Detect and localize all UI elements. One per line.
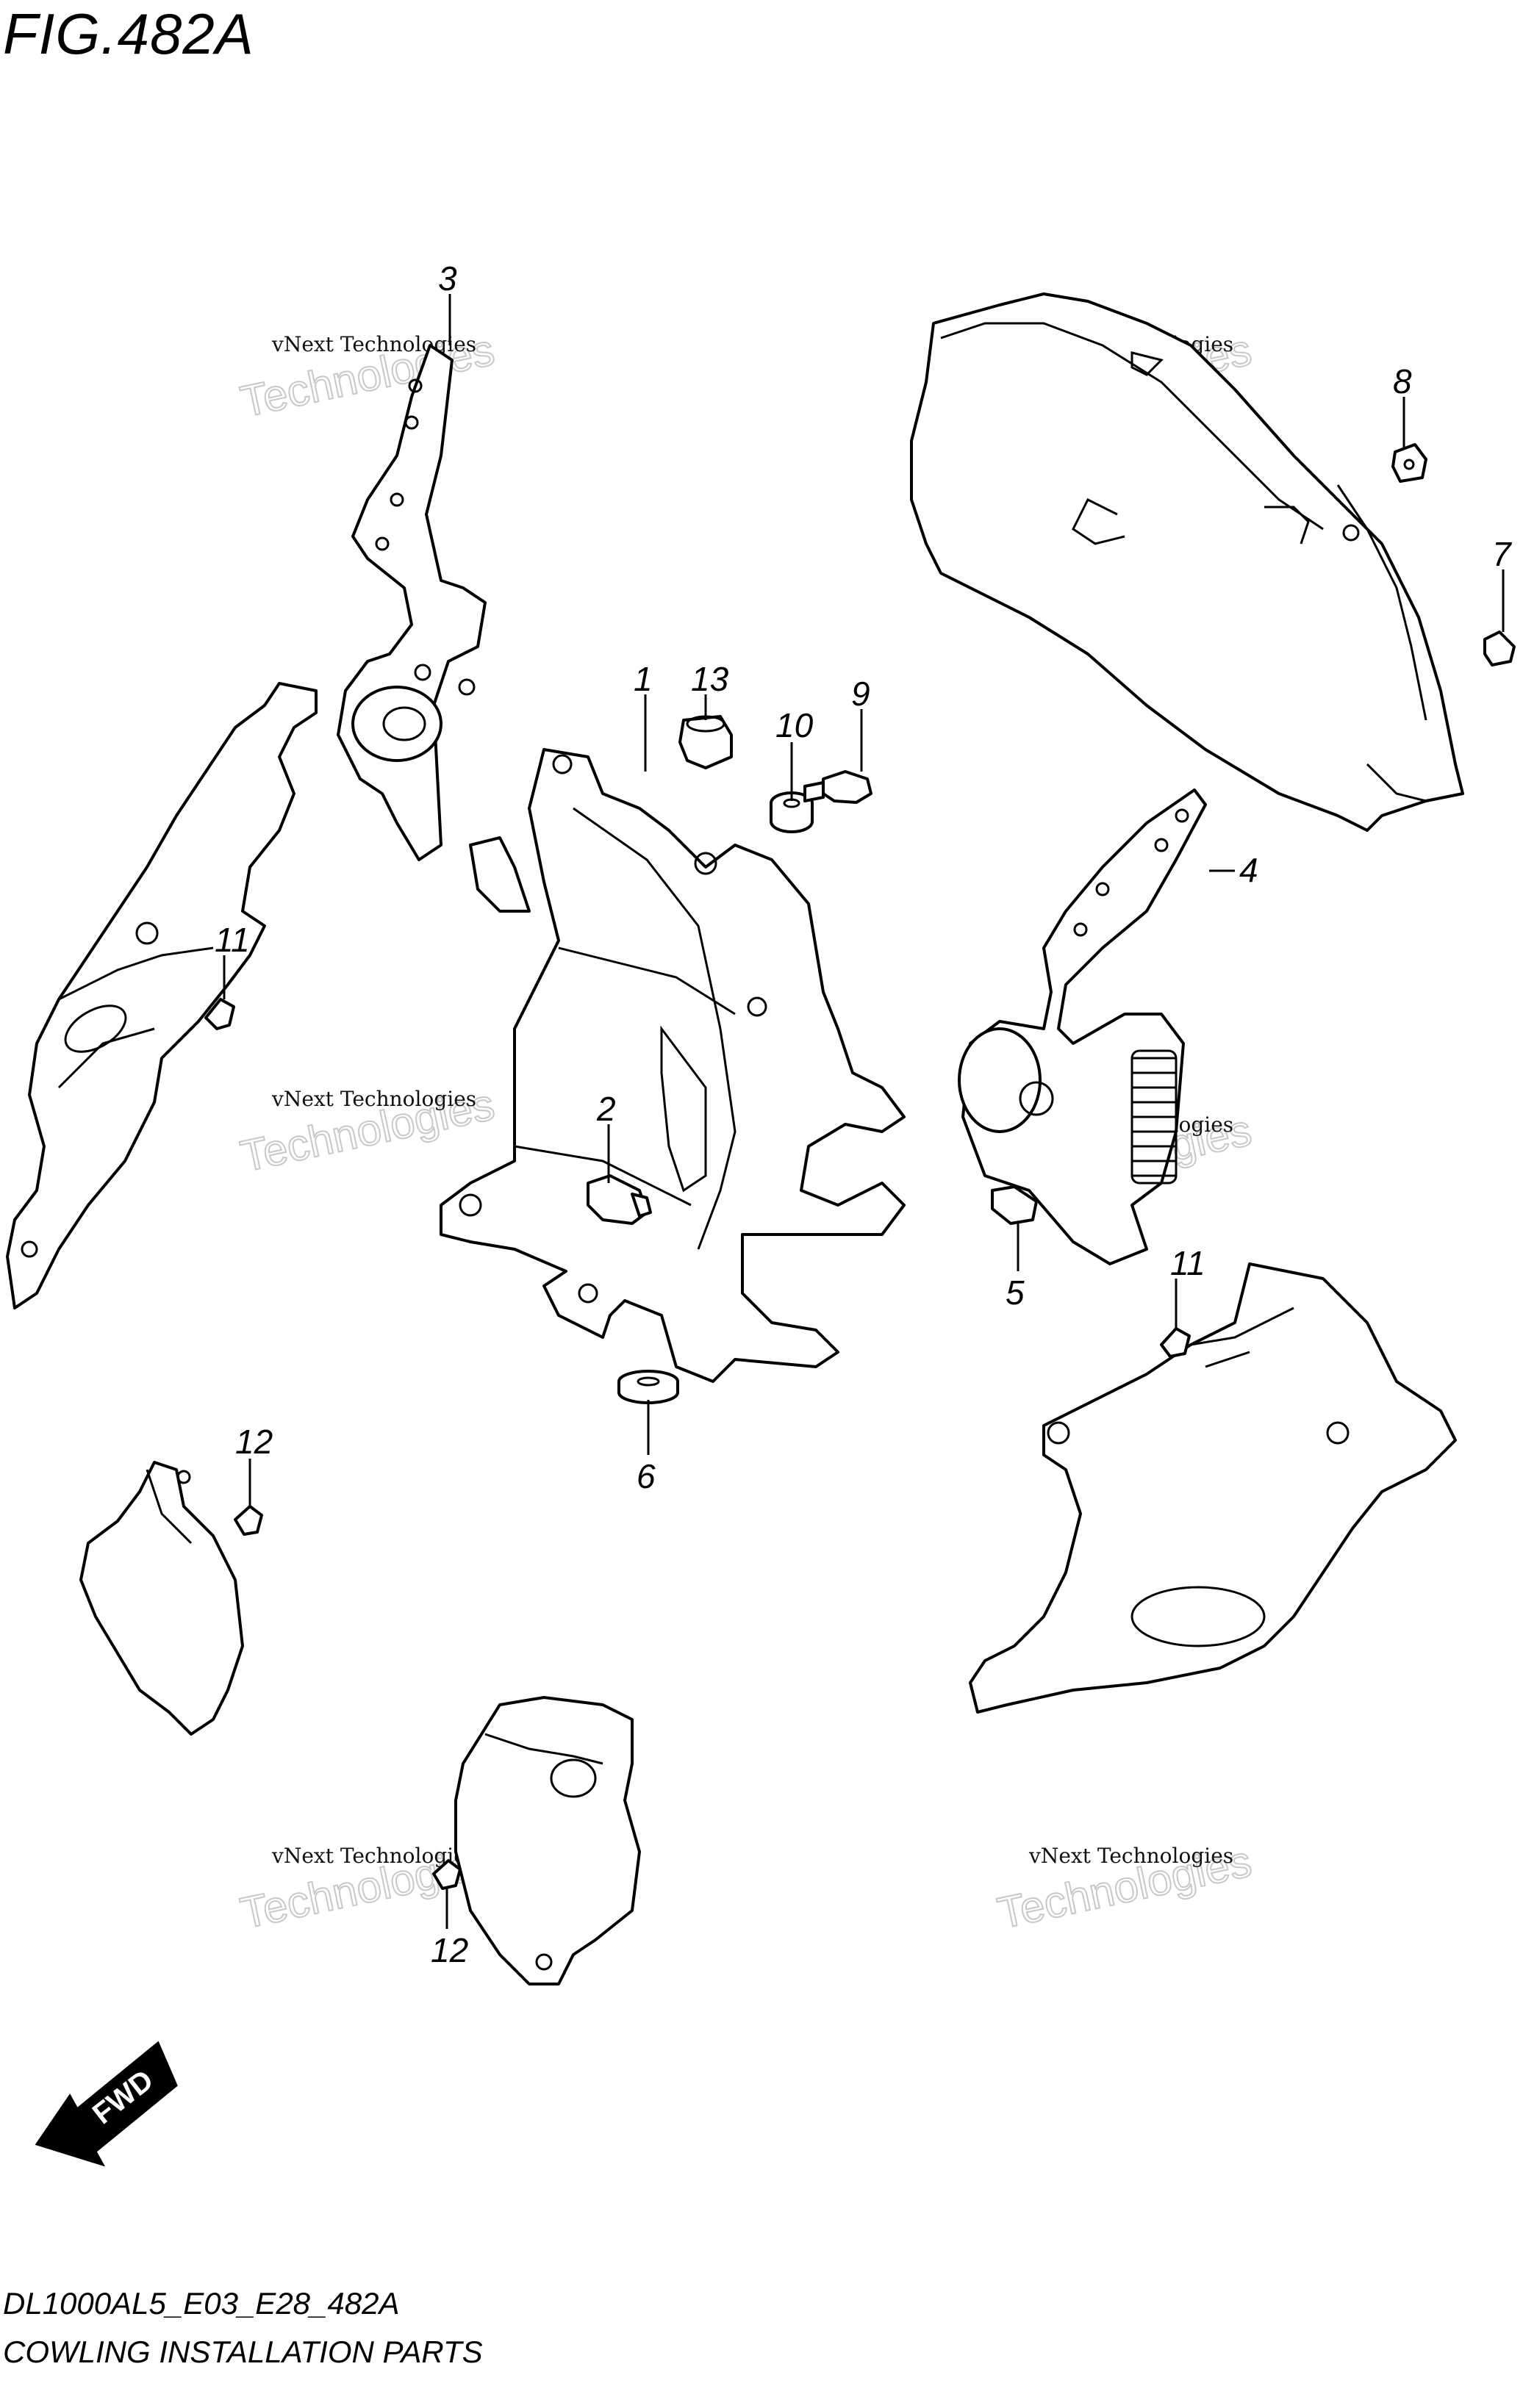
leader-lines <box>223 294 1505 1929</box>
watermark-5-text: vNext Technologies <box>271 1844 476 1868</box>
callout-12b: 12 <box>431 1931 468 1969</box>
watermark-3-text: vNext Technologies <box>271 1087 476 1111</box>
inner-cover-lower-center <box>454 1696 641 1985</box>
callout-8: 8 <box>1393 362 1412 400</box>
part-10-collar <box>770 791 814 833</box>
watermark-3: Technologies vNext Technologies <box>236 1079 500 1182</box>
section-name: COWLING INSTALLATION PARTS <box>3 2335 483 2369</box>
part-7-bolt <box>1483 630 1516 666</box>
inner-cowling-lower-right <box>969 1262 1457 1714</box>
part-4-mirror-bracket-right <box>958 788 1207 1265</box>
callout-1: 1 <box>634 660 653 698</box>
part-5-bolt <box>991 1185 1038 1225</box>
part-2-bolt <box>587 1174 652 1225</box>
inner-cowling-upper-right <box>910 292 1464 832</box>
part-13-cushion <box>678 715 733 769</box>
callout-7: 7 <box>1492 535 1512 573</box>
callout-9: 9 <box>851 675 870 713</box>
watermark-6-text: vNext Technologies <box>1028 1844 1233 1868</box>
callout-10: 10 <box>775 706 814 744</box>
part-8-nut <box>1391 443 1427 483</box>
part-11b-screw <box>1160 1327 1191 1358</box>
part-9-bolt <box>803 770 872 804</box>
callout-2: 2 <box>596 1090 616 1128</box>
callout-6: 6 <box>637 1457 656 1495</box>
watermark-1-text: vNext Technologies <box>271 332 476 356</box>
watermark-6: Technologies vNext Technologies <box>993 1836 1257 1938</box>
inner-cover-lower-left <box>79 1461 244 1736</box>
watermark-1: Technologies vNext Technologies <box>236 324 500 427</box>
part-12a-screw <box>234 1505 263 1536</box>
part-6-cushion <box>617 1370 679 1404</box>
callout-13: 13 <box>691 660 729 698</box>
callout-4: 4 <box>1239 851 1258 889</box>
callout-3: 3 <box>438 259 457 298</box>
callout-labels: 3 1 13 10 9 8 7 4 2 5 6 11 11 12 12 <box>215 259 1512 1969</box>
fwd-direction-arrow: FWD <box>35 2041 178 2167</box>
figure-title: FIG.482A <box>3 1 254 66</box>
callout-12a: 12 <box>235 1423 273 1461</box>
part-3-mirror-bracket-left <box>337 344 487 861</box>
callout-11a: 11 <box>215 921 250 959</box>
model-code: DL1000AL5_E03_E28_482A <box>3 2286 400 2321</box>
callout-11b: 11 <box>1170 1244 1205 1282</box>
callout-5: 5 <box>1006 1273 1025 1312</box>
part-12b-screw <box>432 1859 462 1890</box>
part-11a-screw <box>204 998 235 1030</box>
part-1-cowling-stay <box>440 748 906 1383</box>
inner-panel-upper-left <box>6 682 318 1309</box>
